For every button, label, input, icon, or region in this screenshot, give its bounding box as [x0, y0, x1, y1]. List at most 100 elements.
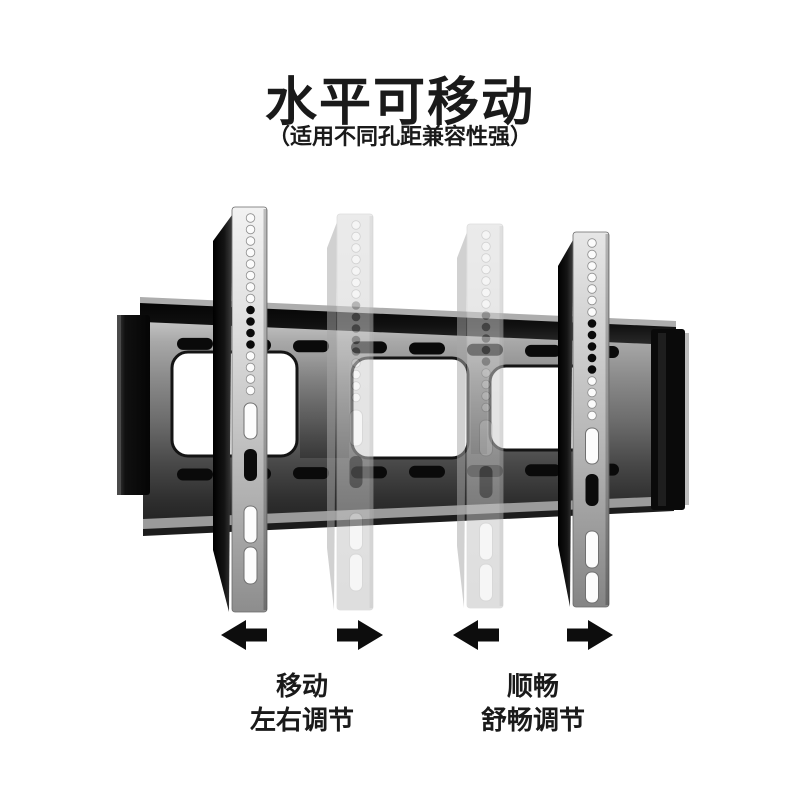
sliding-rails [213, 206, 610, 613]
rail-hole [245, 270, 256, 281]
rail-hole [246, 340, 255, 349]
rail-hole [587, 330, 597, 340]
right-flange [651, 329, 689, 510]
rail-hole [246, 328, 255, 338]
rail-hole [587, 342, 597, 351]
rail-hole [587, 272, 597, 283]
rail-hole [481, 230, 491, 240]
left-flange [117, 315, 150, 495]
page-subtitle: （适用不同孔距兼容性强） [267, 124, 532, 149]
rail-hole [245, 293, 256, 304]
caption-move-line2: 左右调节 [249, 705, 354, 735]
rail-hole [587, 307, 597, 317]
direction-arrows [221, 620, 613, 650]
caption-move-line1: 移动 [275, 671, 328, 701]
rail-hole [587, 410, 597, 421]
rail-side-fin [457, 232, 467, 608]
rail-slot [479, 466, 493, 498]
rail-slot [479, 563, 493, 602]
rail-hole [587, 319, 597, 328]
rail-hole [351, 220, 361, 230]
rail-hole [481, 379, 491, 390]
rail-1 [213, 206, 268, 613]
mounting-slot-top [177, 337, 213, 350]
mounting-slot-bottom [525, 464, 561, 477]
rail-hole [351, 335, 361, 345]
rail-hole [481, 345, 491, 355]
rail-hole [481, 287, 491, 298]
arrow-right-icon [337, 620, 383, 650]
rail-hole [587, 261, 597, 271]
caption-move: 移动 左右调节 [197, 669, 407, 737]
rail-hole [351, 381, 361, 391]
rail-hole [245, 282, 256, 292]
rail-slot [349, 512, 363, 551]
rail-slot [243, 402, 258, 440]
rail-side-fin [558, 240, 573, 607]
rail-hole [481, 241, 491, 252]
rail-hole [587, 284, 597, 294]
rail-hole [481, 357, 491, 366]
rail-3-ghost [457, 223, 504, 609]
rail-hole [245, 213, 256, 223]
rail-hole [587, 295, 597, 306]
rail-edge-shade [263, 209, 267, 610]
rail-side-fin [213, 215, 232, 612]
rail-2-ghost [327, 213, 374, 611]
mounting-slot-bottom [409, 465, 445, 478]
rail-hole [246, 305, 255, 315]
rail-hole [481, 402, 491, 413]
plate-bottom-edge [143, 505, 674, 536]
rail-hole [351, 324, 361, 333]
rail-side-fin [327, 222, 337, 610]
rail-edge-shade [499, 226, 503, 606]
rail-hole [245, 247, 256, 258]
rail-hole [245, 362, 256, 373]
mounting-slot-bottom [177, 468, 213, 481]
rail-edge-shade [605, 234, 609, 605]
plate-top-bevel [140, 297, 676, 328]
rail-slot [479, 522, 493, 561]
rail-hole [481, 276, 491, 286]
rail-face [466, 223, 504, 609]
rail-edge-shade [369, 216, 373, 608]
arrow-left-icon [221, 620, 267, 650]
rail-slot [244, 449, 257, 481]
plate-top-lip [140, 303, 676, 347]
rail-hole [245, 374, 256, 384]
mounting-slot-bottom [293, 467, 329, 480]
rail-slot [243, 546, 258, 585]
rail-hole [351, 231, 361, 242]
rail-hole [351, 254, 361, 265]
rail-slot [585, 427, 599, 465]
rail-hole [245, 385, 256, 396]
arrow-left-icon [453, 620, 499, 650]
rail-hole [481, 322, 491, 332]
rail-hole [246, 317, 255, 326]
rail-hole [481, 311, 491, 320]
caption-smooth: 顺畅 舒畅调节 [428, 669, 638, 737]
rail-hole [351, 243, 361, 253]
rail-hole [351, 392, 361, 403]
rail-hole [587, 365, 597, 374]
rail-slot [243, 505, 258, 544]
rail-slot [585, 474, 599, 506]
rail-hole [245, 351, 256, 361]
rail-hole [351, 266, 361, 276]
caption-smooth-line1: 顺畅 [506, 671, 559, 701]
page-title: 水平可移动 [264, 74, 535, 132]
rail-hole [481, 264, 491, 275]
rail-hole [351, 347, 361, 356]
rail-slot [349, 553, 363, 592]
caption-smooth-line2: 舒畅调节 [480, 705, 585, 735]
rail-hole [587, 399, 597, 409]
rail-hole [245, 259, 256, 269]
rail-hole [245, 224, 256, 235]
rail-slot [349, 456, 363, 488]
rail-hole [481, 334, 491, 343]
rail-slot [479, 419, 493, 457]
rail-hole [587, 387, 597, 398]
rail-hole [587, 238, 597, 248]
rail-hole [481, 391, 491, 401]
